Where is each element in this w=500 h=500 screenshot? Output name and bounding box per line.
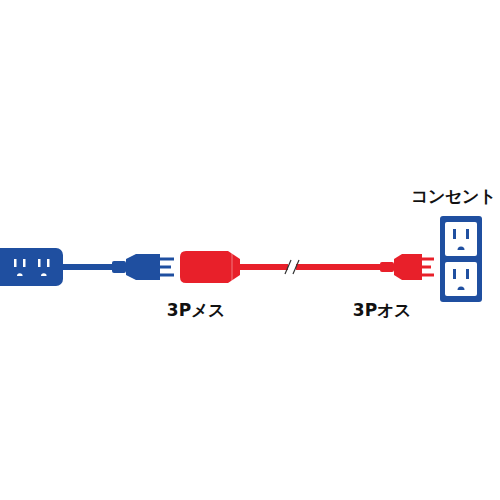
blue-plug bbox=[62, 254, 174, 280]
outlet-label: コンセント bbox=[411, 186, 496, 206]
extension-cable bbox=[238, 260, 392, 274]
connector-label: 3Pメス bbox=[167, 300, 225, 320]
wall-outlet bbox=[440, 216, 482, 302]
male-plug bbox=[380, 254, 434, 280]
power-strip bbox=[0, 248, 63, 286]
female-connector bbox=[180, 251, 240, 283]
connector-label: 3Pオス bbox=[353, 300, 411, 320]
